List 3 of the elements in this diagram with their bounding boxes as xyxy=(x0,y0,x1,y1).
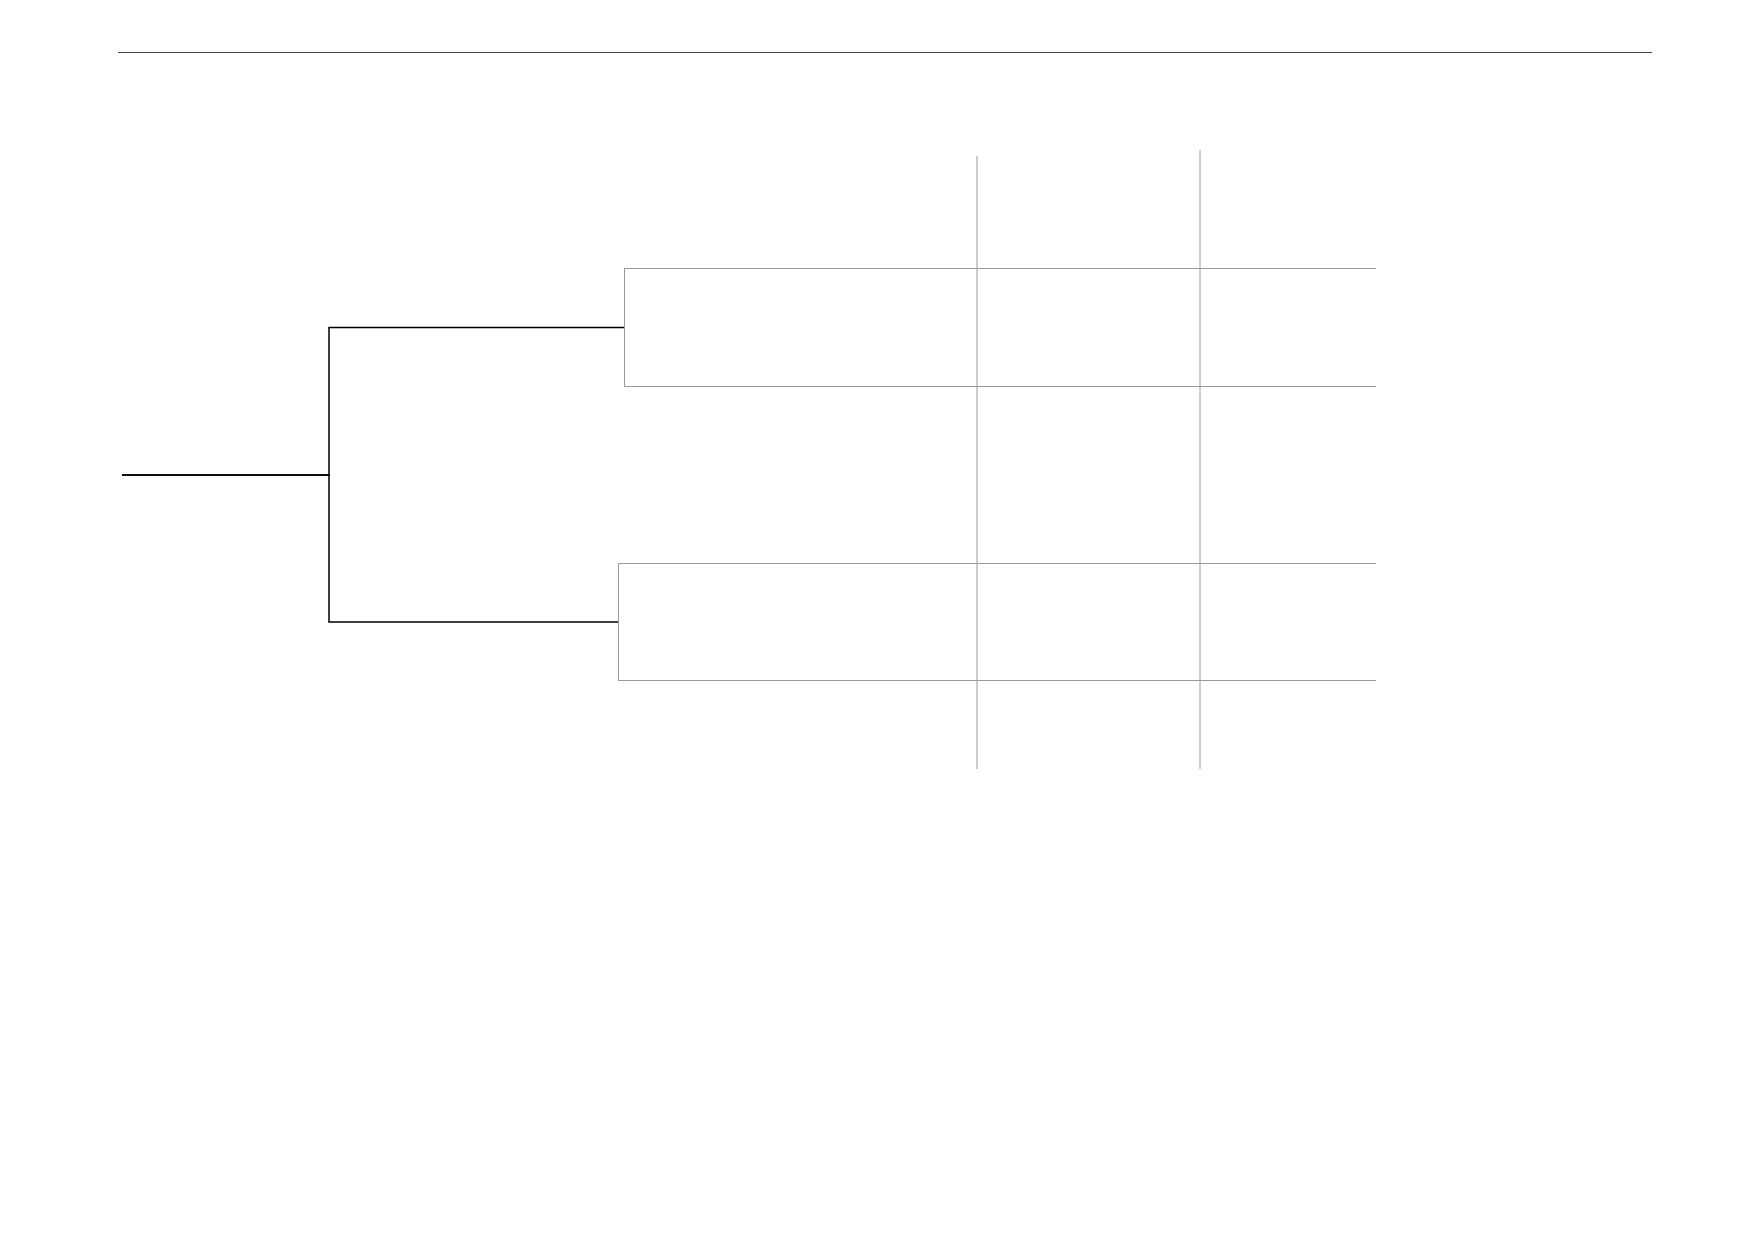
table-row-outline xyxy=(624,268,1376,387)
table-row-outline xyxy=(618,563,1376,681)
tree-branch-line xyxy=(121,474,619,623)
